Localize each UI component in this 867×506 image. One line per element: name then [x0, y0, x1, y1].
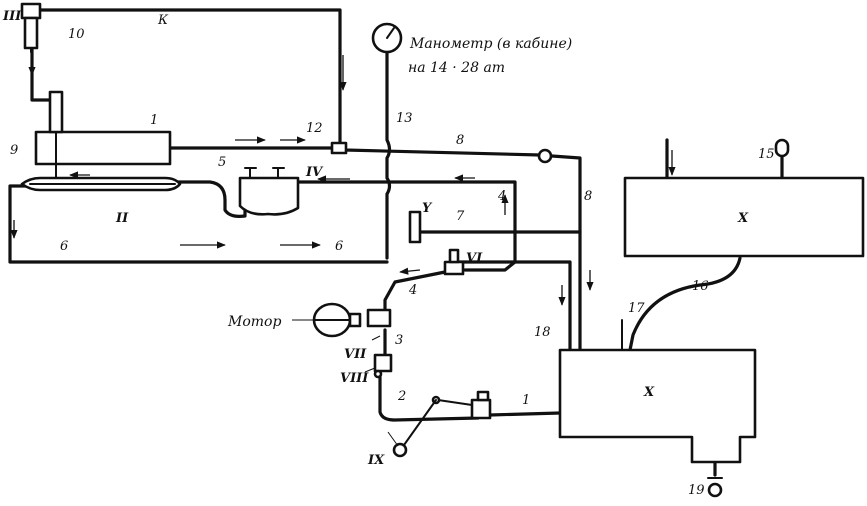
label-10: 10 — [68, 27, 85, 42]
label-V: Y — [422, 201, 433, 216]
label-6b: 6 — [335, 239, 343, 254]
breather-15 — [774, 138, 790, 158]
unit-V — [408, 210, 422, 244]
valve-block-IV — [238, 167, 300, 216]
label-13: 13 — [396, 111, 413, 126]
label-1: 1 — [150, 113, 158, 128]
label-5: 5 — [218, 155, 226, 170]
label-18: 18 — [534, 325, 551, 340]
pressure-gauge — [371, 22, 403, 54]
cylinder-II — [20, 176, 182, 192]
label-6a: 6 — [60, 239, 68, 254]
gauge-note-1: Манометр (в кабине) — [409, 36, 572, 52]
pipe-8-right — [550, 154, 582, 352]
label-2: 2 — [397, 389, 406, 404]
label-II: II — [115, 211, 129, 226]
leader-lines — [292, 319, 399, 447]
pipe-1 — [488, 411, 562, 417]
pipe-8-upper — [168, 146, 542, 157]
pipe-5 — [168, 180, 247, 218]
label-12: 12 — [306, 121, 323, 136]
pipe-11 — [36, 8, 342, 147]
label-8b: 8 — [584, 189, 592, 204]
label-IX: IX — [367, 453, 385, 468]
unit-VI — [443, 248, 465, 276]
label-4a: 4 — [497, 189, 506, 204]
label-VII: VII — [344, 347, 367, 362]
label-11: К — [157, 13, 169, 28]
unit-III — [20, 2, 42, 53]
motor — [312, 302, 362, 338]
motor-label: Мотор — [227, 314, 281, 330]
label-16: 16 — [692, 279, 709, 294]
label-17: 17 — [628, 301, 645, 316]
pipe-18 — [458, 260, 572, 352]
gauge-note-2: на 14 · 28 ат — [408, 60, 505, 76]
label-15: 15 — [758, 147, 775, 162]
tank-upper — [623, 176, 865, 258]
flow-arrows — [10, 55, 676, 306]
label-X-upper: X — [737, 211, 749, 226]
valve-12 — [330, 141, 348, 155]
label-VIII: VIII — [340, 371, 369, 386]
filter-IX — [392, 390, 492, 458]
pipe-4-upper — [296, 180, 517, 272]
label-7: 7 — [456, 209, 465, 224]
tank-lower — [558, 348, 757, 464]
pipe-2 — [378, 368, 480, 422]
label-19: 19 — [688, 483, 705, 498]
unit-VIII — [373, 353, 393, 379]
label-8a: 8 — [456, 133, 464, 148]
pipe-16 — [628, 256, 742, 352]
drain-19 — [707, 477, 723, 498]
pipe-13 — [385, 50, 392, 260]
cylinder-I — [34, 90, 172, 183]
label-IV: IV — [305, 165, 324, 180]
label-III: III — [2, 9, 22, 24]
junction-8 — [537, 148, 553, 164]
label-9: 9 — [10, 143, 18, 158]
label-4b: 4 — [408, 283, 417, 298]
label-X-lower: X — [643, 385, 655, 400]
label-VI: VI — [466, 251, 483, 266]
label-n1: 1 — [522, 393, 530, 408]
unit-VII — [366, 308, 392, 328]
label-3: 3 — [395, 333, 403, 348]
